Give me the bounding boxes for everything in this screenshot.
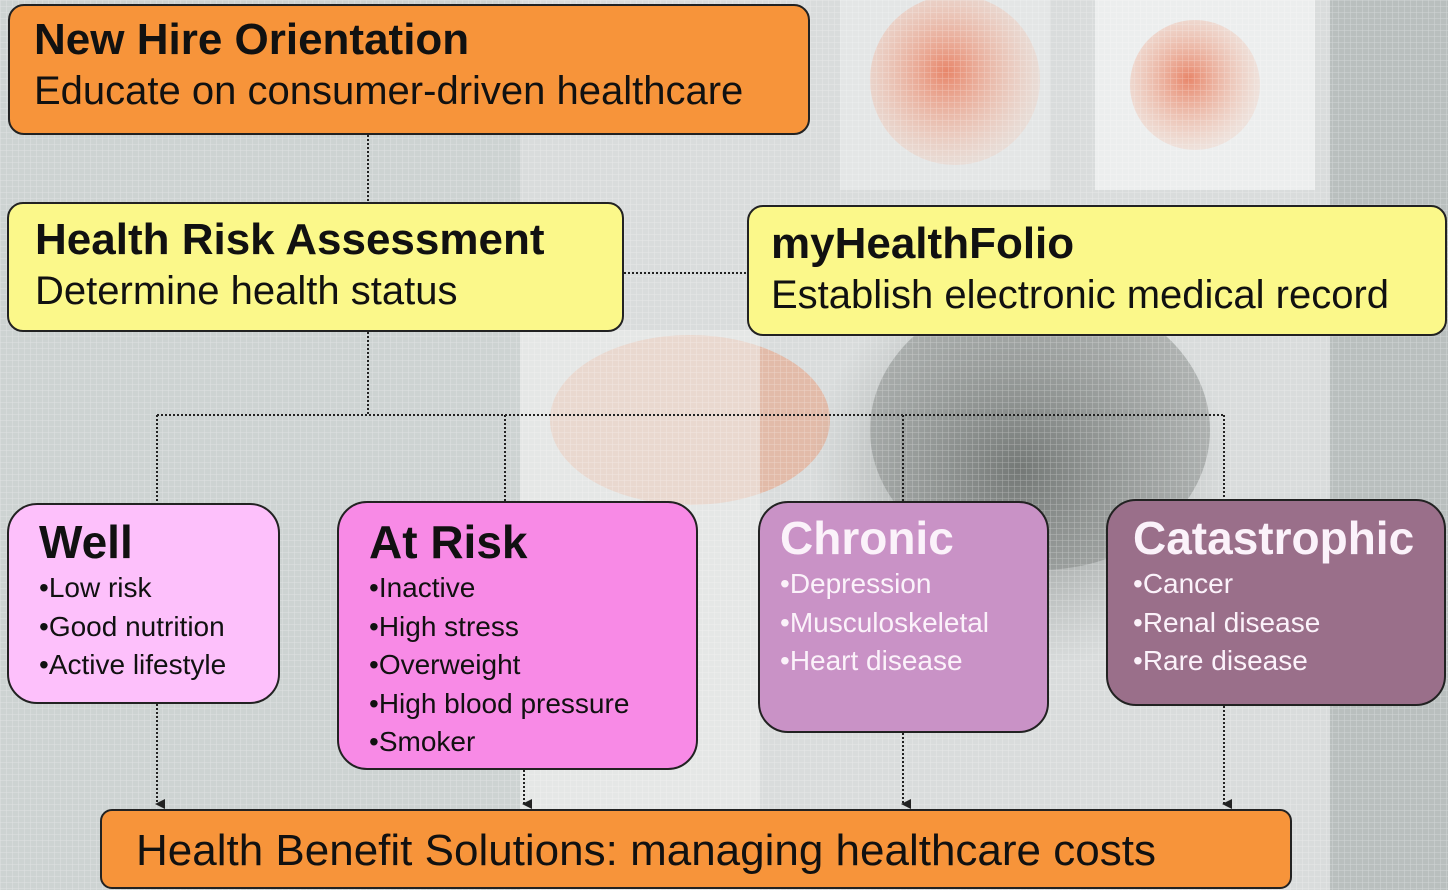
list-item: High stress <box>369 608 696 647</box>
list-item: Overweight <box>369 646 696 685</box>
health-benefit-solutions-box: Health Benefit Solutions: managing healt… <box>100 809 1292 889</box>
at-risk-list: Inactive High stress Overweight High blo… <box>369 569 696 762</box>
list-item: High blood pressure <box>369 685 696 724</box>
at-risk-category-box: At Risk Inactive High stress Overweight … <box>337 501 698 770</box>
list-item: Heart disease <box>780 642 1047 681</box>
health-risk-assessment-box: Health Risk Assessment Determine health … <box>7 202 624 332</box>
folio-title: myHealthFolio <box>771 219 1075 268</box>
well-category-box: Well Low risk Good nutrition Active life… <box>7 503 280 704</box>
well-list: Low risk Good nutrition Active lifestyle <box>39 569 278 685</box>
list-item: Good nutrition <box>39 608 278 647</box>
orientation-subtitle: Educate on consumer-driven healthcare <box>34 69 744 113</box>
orientation-title: New Hire Orientation <box>34 15 470 64</box>
chronic-title: Chronic <box>780 512 954 564</box>
myhealthfolio-box: myHealthFolio Establish electronic medic… <box>747 205 1447 336</box>
benefit-title: Health Benefit Solutions: managing healt… <box>136 826 1156 875</box>
list-item: Musculoskeletal <box>780 604 1047 643</box>
catastrophic-list: Cancer Renal disease Rare disease <box>1133 565 1444 681</box>
list-item: Active lifestyle <box>39 646 278 685</box>
catastrophic-category-box: Catastrophic Cancer Renal disease Rare d… <box>1106 499 1446 706</box>
assessment-title: Health Risk Assessment <box>35 215 545 264</box>
list-item: Low risk <box>39 569 278 608</box>
chronic-category-box: Chronic Depression Musculoskeletal Heart… <box>758 501 1049 733</box>
list-item: Smoker <box>369 723 696 762</box>
catastrophic-title: Catastrophic <box>1133 512 1415 564</box>
well-title: Well <box>39 516 133 568</box>
list-item: Rare disease <box>1133 642 1444 681</box>
list-item: Inactive <box>369 569 696 608</box>
folio-subtitle: Establish electronic medical record <box>771 273 1390 317</box>
chronic-list: Depression Musculoskeletal Heart disease <box>780 565 1047 681</box>
new-hire-orientation-box: New Hire Orientation Educate on consumer… <box>8 4 810 135</box>
list-item: Renal disease <box>1133 604 1444 643</box>
list-item: Depression <box>780 565 1047 604</box>
at-risk-title: At Risk <box>369 516 528 568</box>
list-item: Cancer <box>1133 565 1444 604</box>
assessment-subtitle: Determine health status <box>35 269 458 313</box>
